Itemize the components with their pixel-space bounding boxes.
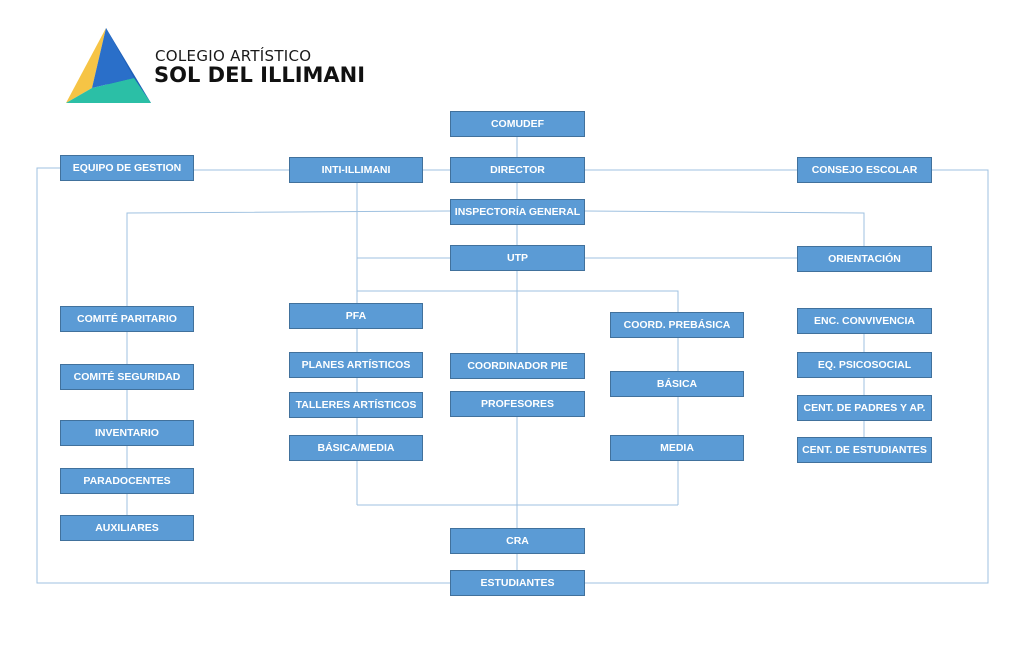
logo-title-line1: COLEGIO ARTÍSTICO bbox=[155, 47, 312, 65]
inspectoria-left-connector bbox=[126, 210, 451, 306]
utp-branch-connector bbox=[357, 290, 679, 312]
node-media[interactable]: MEDIA bbox=[610, 435, 744, 461]
node-paradocentes[interactable]: PARADOCENTES bbox=[60, 468, 194, 494]
node-coordinador-pie[interactable]: COORDINADOR PIE bbox=[450, 353, 585, 379]
node-equipo-gestion[interactable]: EQUIPO DE GESTION bbox=[60, 155, 194, 181]
inspectoria-right-connector bbox=[584, 210, 865, 246]
node-inti-illimani[interactable]: INTI-ILLIMANI bbox=[289, 157, 423, 183]
node-auxiliares[interactable]: AUXILIARES bbox=[60, 515, 194, 541]
node-basica-media[interactable]: BÁSICA/MEDIA bbox=[289, 435, 423, 461]
node-director[interactable]: DIRECTOR bbox=[450, 157, 585, 183]
node-cra[interactable]: CRA bbox=[450, 528, 585, 554]
node-cent-estudiantes[interactable]: CENT. DE ESTUDIANTES bbox=[797, 437, 932, 463]
node-talleres-artisticos[interactable]: TALLERES ARTÍSTICOS bbox=[289, 392, 423, 418]
node-estudiantes[interactable]: ESTUDIANTES bbox=[450, 570, 585, 596]
node-comite-seguridad[interactable]: COMITÉ SEGURIDAD bbox=[60, 364, 194, 390]
node-planes-artisticos[interactable]: PLANES ARTÍSTICOS bbox=[289, 352, 423, 378]
node-comudef[interactable]: COMUDEF bbox=[450, 111, 585, 137]
node-eq-psicosocial[interactable]: EQ. PSICOSOCIAL bbox=[797, 352, 932, 378]
node-comite-paritario[interactable]: COMITÉ PARITARIO bbox=[60, 306, 194, 332]
logo-title-line2: SOL DEL ILLIMANI bbox=[154, 63, 366, 87]
node-coord-prebasica[interactable]: COORD. PREBÁSICA bbox=[610, 312, 744, 338]
logo-icon bbox=[66, 28, 151, 103]
node-inspectoria-general[interactable]: INSPECTORÍA GENERAL bbox=[450, 199, 585, 225]
node-basica[interactable]: BÁSICA bbox=[610, 371, 744, 397]
node-enc-convivencia[interactable]: ENC. CONVIVENCIA bbox=[797, 308, 932, 334]
node-consejo-escolar[interactable]: CONSEJO ESCOLAR bbox=[797, 157, 932, 183]
node-pfa[interactable]: PFA bbox=[289, 303, 423, 329]
node-utp[interactable]: UTP bbox=[450, 245, 585, 271]
node-profesores[interactable]: PROFESORES bbox=[450, 391, 585, 417]
node-orientacion[interactable]: ORIENTACIÓN bbox=[797, 246, 932, 272]
node-cent-padres[interactable]: CENT. DE PADRES Y AP. bbox=[797, 395, 932, 421]
node-inventario[interactable]: INVENTARIO bbox=[60, 420, 194, 446]
